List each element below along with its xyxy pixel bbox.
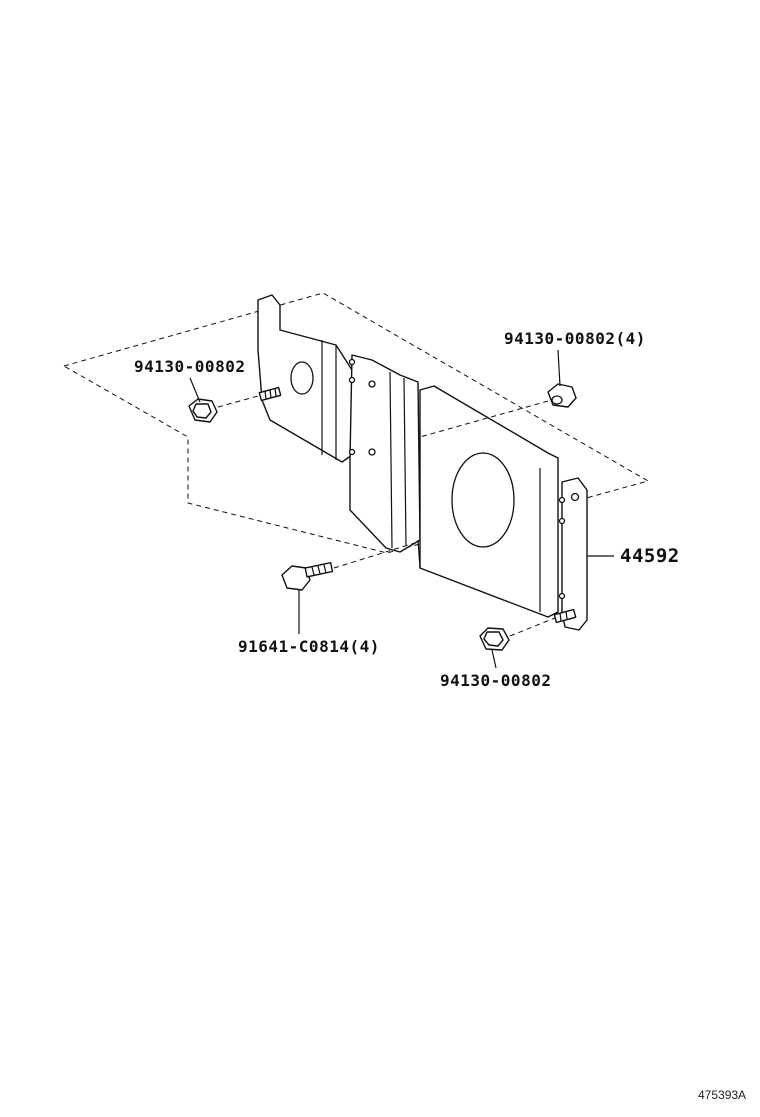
callout-nut-top-left: 94130-00802 xyxy=(134,357,246,376)
bracket-middle-channel xyxy=(349,354,421,553)
callout-bracket: 44592 xyxy=(620,545,680,567)
leader-nut-bottom xyxy=(491,649,497,669)
flange-nut-bottom xyxy=(479,627,510,651)
stud-right xyxy=(553,608,577,624)
flange-bolt xyxy=(281,561,334,591)
flange-nut-top-left xyxy=(188,398,218,423)
flange-nut-top-right xyxy=(547,383,577,408)
left-bracket-hole xyxy=(290,361,314,395)
callout-nut-bottom: 94130-00802 xyxy=(440,671,552,690)
callout-nut-top-right: 94130-00802(4) xyxy=(504,329,646,348)
figure-id: 475393A xyxy=(698,1088,747,1102)
stud-left xyxy=(258,386,282,402)
right-bracket-hole xyxy=(451,452,515,548)
leader-nut-top-right xyxy=(557,349,561,387)
callout-bolt: 91641-C0814(4) xyxy=(238,637,380,656)
leader-nut-top-left xyxy=(189,377,201,403)
